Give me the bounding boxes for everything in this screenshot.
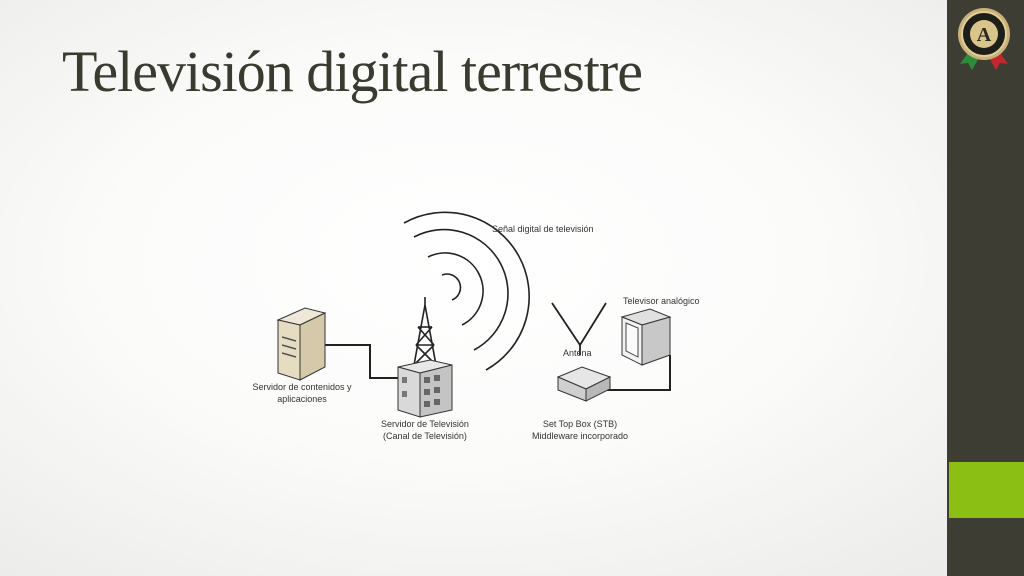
analog-tv-label: Televisor analógico xyxy=(623,296,700,306)
stb-label-line2: Middleware incorporado xyxy=(531,431,629,441)
content-server-label: Servidor de contenidos y aplicaciones xyxy=(242,381,362,405)
badge-logo-icon: A xyxy=(958,8,1010,70)
tv-server-building-icon xyxy=(397,359,453,418)
stb-label: Set Top Box (STB) Middleware incorporado xyxy=(520,418,640,442)
content-server-label-line1: Servidor de contenidos y xyxy=(252,382,352,392)
tv-server-label-line2: (Canal de Televisión) xyxy=(383,431,467,441)
connection-lines xyxy=(325,344,671,391)
tdt-diagram: Señal digital de televisión Servidor de … xyxy=(230,205,750,465)
signal-waves-icon xyxy=(403,211,530,371)
tv-tower-icon xyxy=(413,297,437,366)
content-server-icon xyxy=(276,307,327,381)
antenna-label: Antena xyxy=(563,348,592,358)
signal-label: Señal digital de televisión xyxy=(492,224,594,234)
tv-server-label: Servidor de Televisión (Canal de Televis… xyxy=(365,418,485,442)
analog-tv-icon xyxy=(620,308,672,366)
tv-server-label-line1: Servidor de Televisión xyxy=(381,419,469,429)
page-title: Televisión digital terrestre xyxy=(62,39,643,104)
stb-label-line1: Set Top Box (STB) xyxy=(542,419,618,429)
set-top-box-icon xyxy=(556,366,612,402)
antenna-icon xyxy=(551,302,607,355)
svg-text:A: A xyxy=(977,24,992,46)
content-server-label-line2: aplicaciones xyxy=(277,394,327,404)
accent-block xyxy=(949,462,1024,518)
